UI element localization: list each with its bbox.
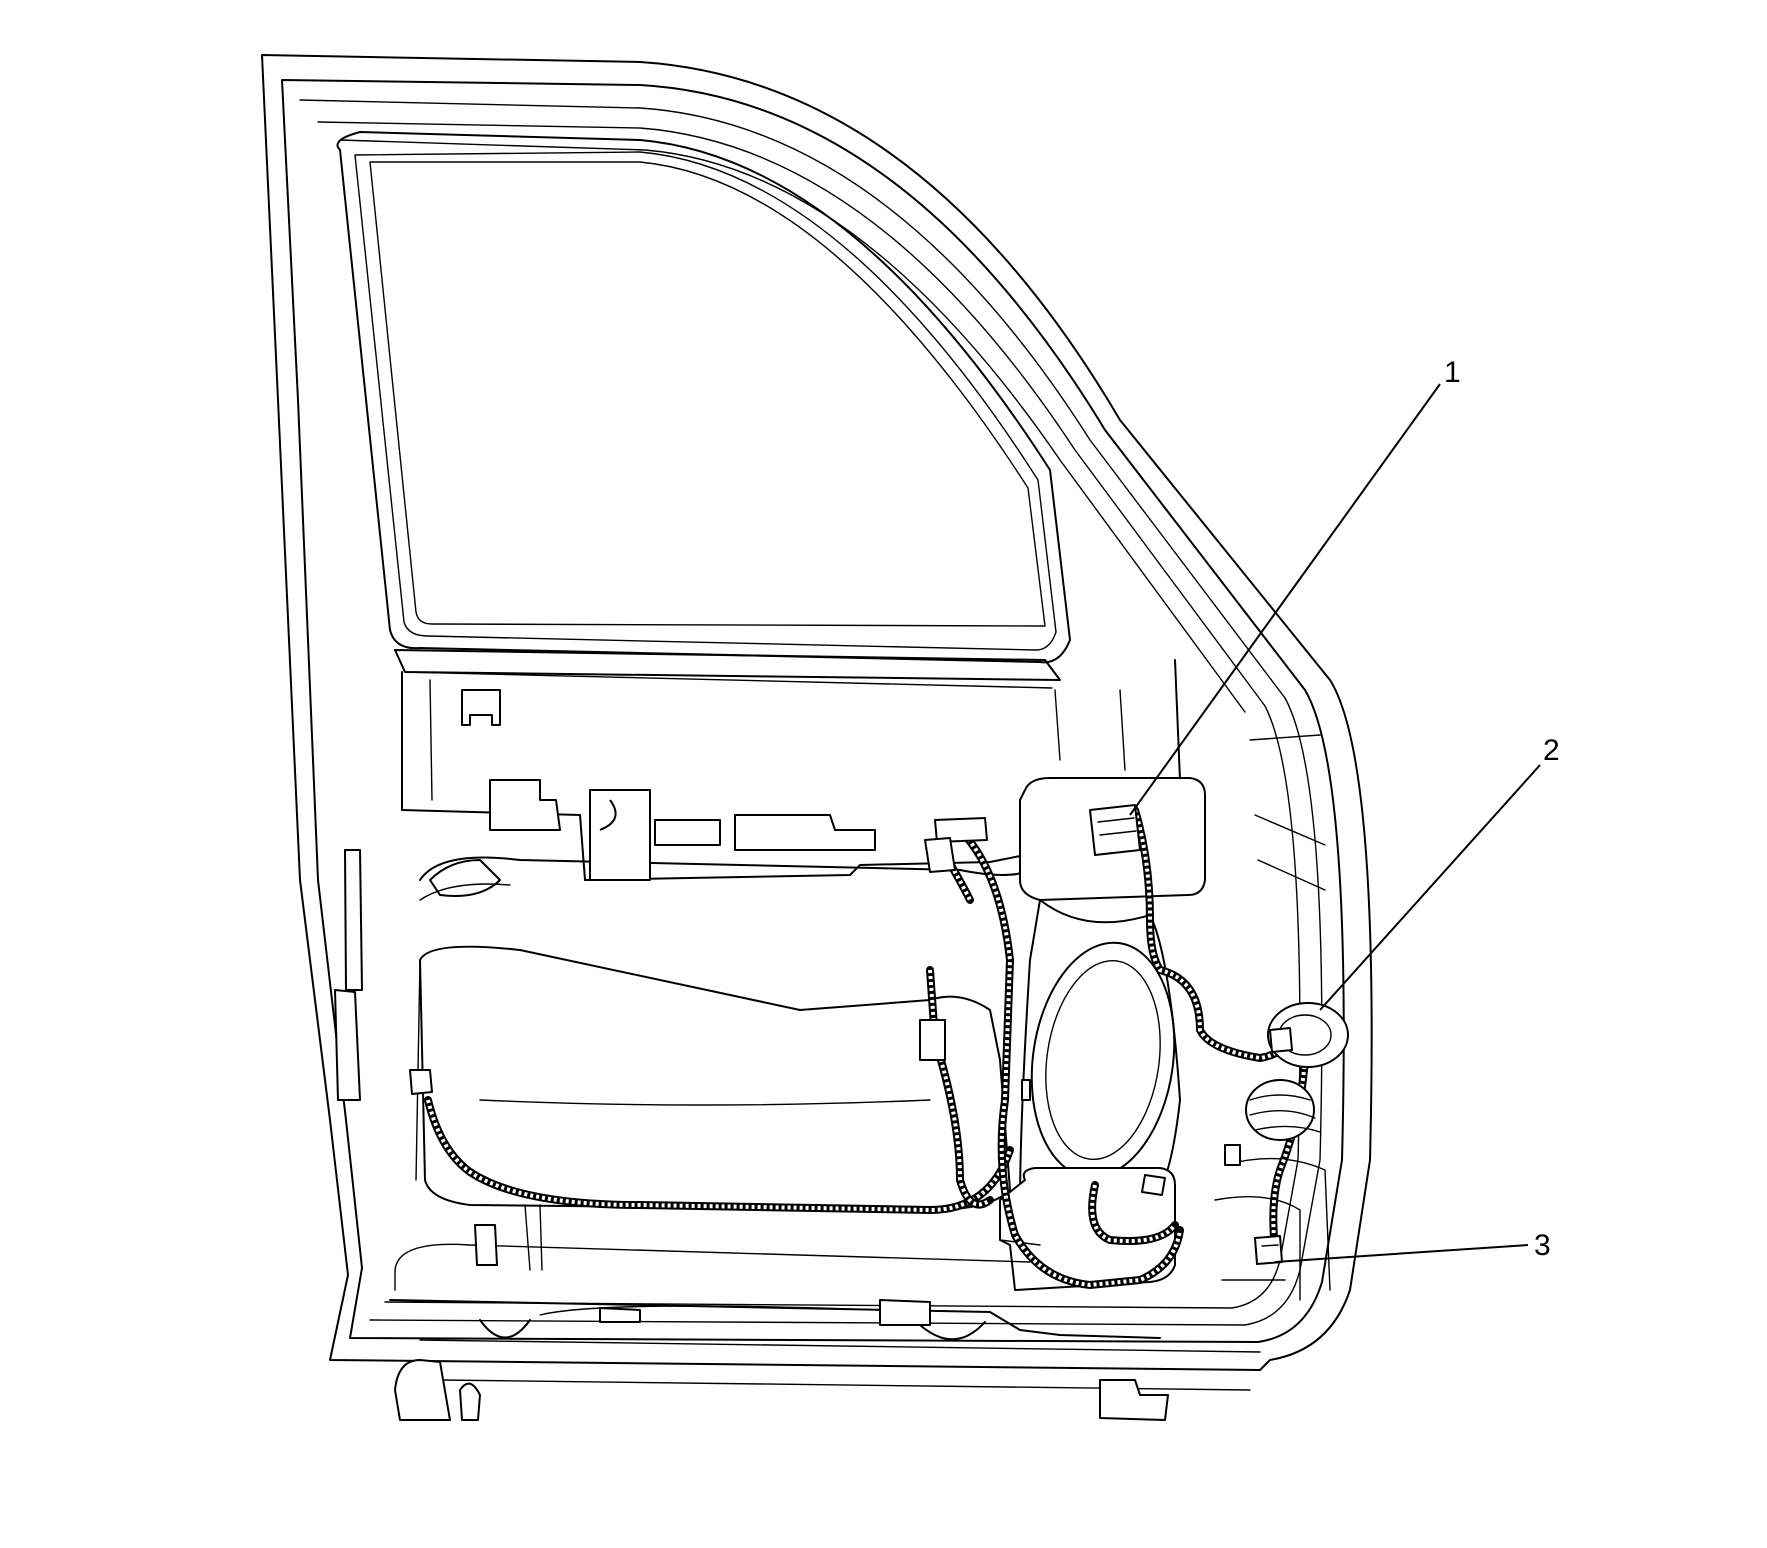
connector-1 [1089, 804, 1141, 856]
leader-line-3 [1274, 1244, 1529, 1263]
callout-3: 3 [1274, 1229, 1551, 1263]
wire-harness [424, 806, 1309, 1289]
belt-line-strip [394, 649, 1061, 689]
lower-sill [389, 1243, 1261, 1421]
callout-1: 1 [1129, 356, 1461, 816]
window-opening [336, 131, 1071, 664]
harness-connectors [409, 817, 1166, 1266]
panel-brackets [461, 689, 876, 881]
leader-line-1 [1129, 383, 1441, 816]
callout-label-2: 2 [1543, 734, 1560, 767]
speaker-opening [1019, 899, 1181, 1206]
lower-access-panel [415, 859, 1011, 1211]
grommet-2 [1224, 1002, 1349, 1166]
door-outer-frame [261, 54, 1373, 1371]
callout-label-3: 3 [1534, 1229, 1551, 1262]
connector-3 [1254, 1235, 1283, 1265]
leader-line-2 [1319, 764, 1541, 1011]
hinge-pillar [334, 849, 363, 1101]
callout-2: 2 [1319, 734, 1560, 1011]
callout-label-1: 1 [1444, 356, 1461, 389]
